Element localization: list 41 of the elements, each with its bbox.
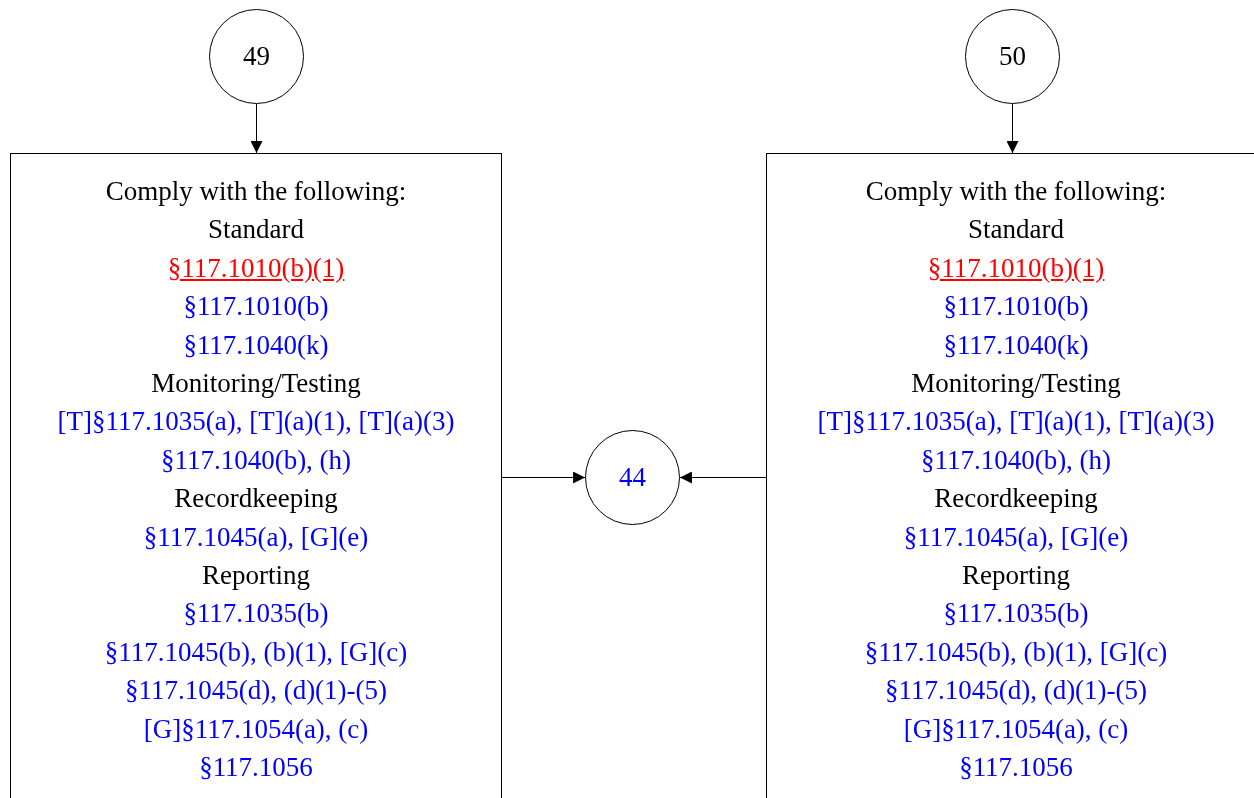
reference-text: §117.1040(k) bbox=[943, 328, 1089, 362]
heading-text: Standard bbox=[208, 213, 304, 247]
heading-text: Recordkeeping bbox=[934, 482, 1098, 516]
requirements-box bbox=[10, 153, 502, 798]
arrow bbox=[501, 471, 586, 484]
heading-text: Monitoring/Testing bbox=[151, 367, 361, 401]
reference-text: §117.1056 bbox=[959, 751, 1073, 785]
reference-text: §117.1045(b), (b)(1), [G](c) bbox=[864, 635, 1168, 669]
reference-text: §117.1040(b), (h) bbox=[920, 443, 1112, 477]
reference-link: §117.1010(b)(1) bbox=[167, 251, 345, 285]
reference-text: [G]§117.1054(a), (c) bbox=[903, 712, 1129, 746]
reference-text: §117.1045(a), [G](e) bbox=[903, 520, 1129, 554]
heading-text: Reporting bbox=[202, 559, 310, 593]
reference-link: §117.1010(b)(1) bbox=[927, 251, 1105, 285]
heading-text: Reporting bbox=[962, 559, 1070, 593]
node-number: 44 bbox=[619, 462, 646, 493]
reference-text: §117.1040(k) bbox=[183, 328, 329, 362]
heading-text: Standard bbox=[968, 213, 1064, 247]
reference-text: §117.1010(b) bbox=[943, 290, 1089, 324]
arrow bbox=[1006, 103, 1019, 154]
requirements-box bbox=[766, 153, 1254, 798]
reference-text: §117.1045(b), (b)(1), [G](c) bbox=[104, 635, 408, 669]
node-number: 50 bbox=[999, 41, 1026, 72]
heading-text: Monitoring/Testing bbox=[911, 367, 1121, 401]
reference-text: §117.1045(d), (d)(1)-(5) bbox=[124, 674, 388, 708]
reference-text: [T]§117.1035(a), [T](a)(1), [T](a)(3) bbox=[817, 405, 1215, 439]
arrow bbox=[679, 471, 767, 484]
reference-text: §117.1010(b) bbox=[183, 290, 329, 324]
reference-text: §117.1045(d), (d)(1)-(5) bbox=[884, 674, 1148, 708]
arrow bbox=[250, 103, 263, 154]
heading-text: Comply with the following: bbox=[105, 175, 407, 208]
reference-text: [G]§117.1054(a), (c) bbox=[143, 712, 369, 746]
reference-text: §117.1045(a), [G](e) bbox=[143, 520, 369, 554]
heading-text: Recordkeeping bbox=[174, 482, 338, 516]
reference-text: §117.1035(b) bbox=[943, 597, 1089, 631]
reference-text: [T]§117.1035(a), [T](a)(1), [T](a)(3) bbox=[57, 405, 455, 439]
reference-text: §117.1056 bbox=[199, 751, 313, 785]
reference-text: §117.1035(b) bbox=[183, 597, 329, 631]
node-number: 49 bbox=[243, 41, 270, 72]
heading-text: Comply with the following: bbox=[865, 175, 1167, 208]
reference-text: §117.1040(b), (h) bbox=[160, 443, 352, 477]
